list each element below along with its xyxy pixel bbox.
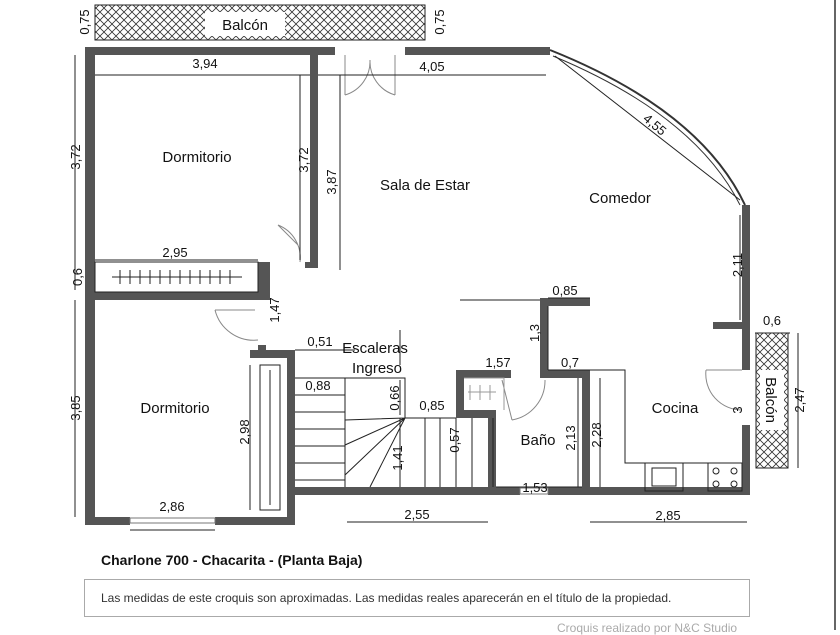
dimension-label: 0,75 bbox=[432, 9, 447, 34]
dimension-label: 0,85 bbox=[419, 398, 444, 413]
dimension-label: 0,6 bbox=[763, 313, 781, 328]
dimension-label: 3,72 bbox=[296, 147, 311, 172]
dimension-label: 3,94 bbox=[192, 56, 217, 71]
dimension-label: 0,85 bbox=[552, 283, 577, 298]
dimension-label: 2,95 bbox=[162, 245, 187, 260]
dimension-label: 2,86 bbox=[159, 499, 184, 514]
dimension-label: 3,87 bbox=[324, 169, 339, 194]
fixtures bbox=[94, 261, 743, 511]
dimension-label: 2,85 bbox=[655, 508, 680, 523]
room-label-dormitorio-1: Dormitorio bbox=[162, 149, 231, 166]
disclaimer-note: Las medidas de este croquis son aproxima… bbox=[84, 579, 750, 617]
plan-title: Charlone 700 - Chacarita - (Planta Baja) bbox=[101, 552, 363, 568]
room-label-escaleras: Escaleras bbox=[342, 340, 408, 357]
room-label-bano: Baño bbox=[520, 432, 555, 449]
dimension-label: 0,88 bbox=[305, 378, 330, 393]
dimension-label: 4,55 bbox=[640, 111, 669, 139]
credit-text: Croquis realizado por N&C Studio bbox=[557, 621, 738, 635]
dimension-label: 0,75 bbox=[77, 9, 92, 34]
dimension-label: 0,6 bbox=[70, 268, 85, 286]
dimension-label: 0,51 bbox=[307, 334, 332, 349]
room-label-comedor: Comedor bbox=[589, 190, 651, 207]
dimension-label: 2,11 bbox=[730, 253, 745, 277]
dimension-label: 2,47 bbox=[792, 387, 807, 412]
dimension-label: 2,28 bbox=[589, 422, 604, 447]
dimension-label: 1,53 bbox=[522, 480, 547, 495]
walls bbox=[85, 47, 750, 525]
dimension-label: 1,3 bbox=[527, 324, 542, 342]
dimension-label: 3 bbox=[730, 406, 745, 413]
dimension-label: 0,7 bbox=[561, 355, 579, 370]
dimension-label: 2,13 bbox=[563, 425, 578, 450]
room-label-cocina: Cocina bbox=[652, 400, 699, 417]
frame-border bbox=[834, 0, 836, 630]
dimension-label: 1,41 bbox=[390, 445, 405, 470]
room-label-dormitorio-2: Dormitorio bbox=[140, 400, 209, 417]
room-label-sala: Sala de Estar bbox=[380, 177, 470, 194]
dimension-label: 0,57 bbox=[447, 427, 462, 452]
dimension-label: 0,66 bbox=[387, 385, 402, 410]
dimension-label: 1,47 bbox=[267, 297, 282, 322]
dimension-label: 3,85 bbox=[68, 395, 83, 420]
dimension-label: 3,72 bbox=[68, 144, 83, 169]
dimension-lines bbox=[74, 55, 799, 531]
room-label-balcon-top: Balcón bbox=[222, 17, 268, 34]
dimension-label: 2,98 bbox=[237, 419, 252, 444]
dimension-label: 2,55 bbox=[404, 507, 429, 522]
dimension-label: 1,57 bbox=[485, 355, 510, 370]
dimension-label: 4,05 bbox=[419, 59, 444, 74]
room-label-ingreso: Ingreso bbox=[352, 360, 402, 377]
room-label-balcon-right: Balcón bbox=[762, 377, 779, 423]
